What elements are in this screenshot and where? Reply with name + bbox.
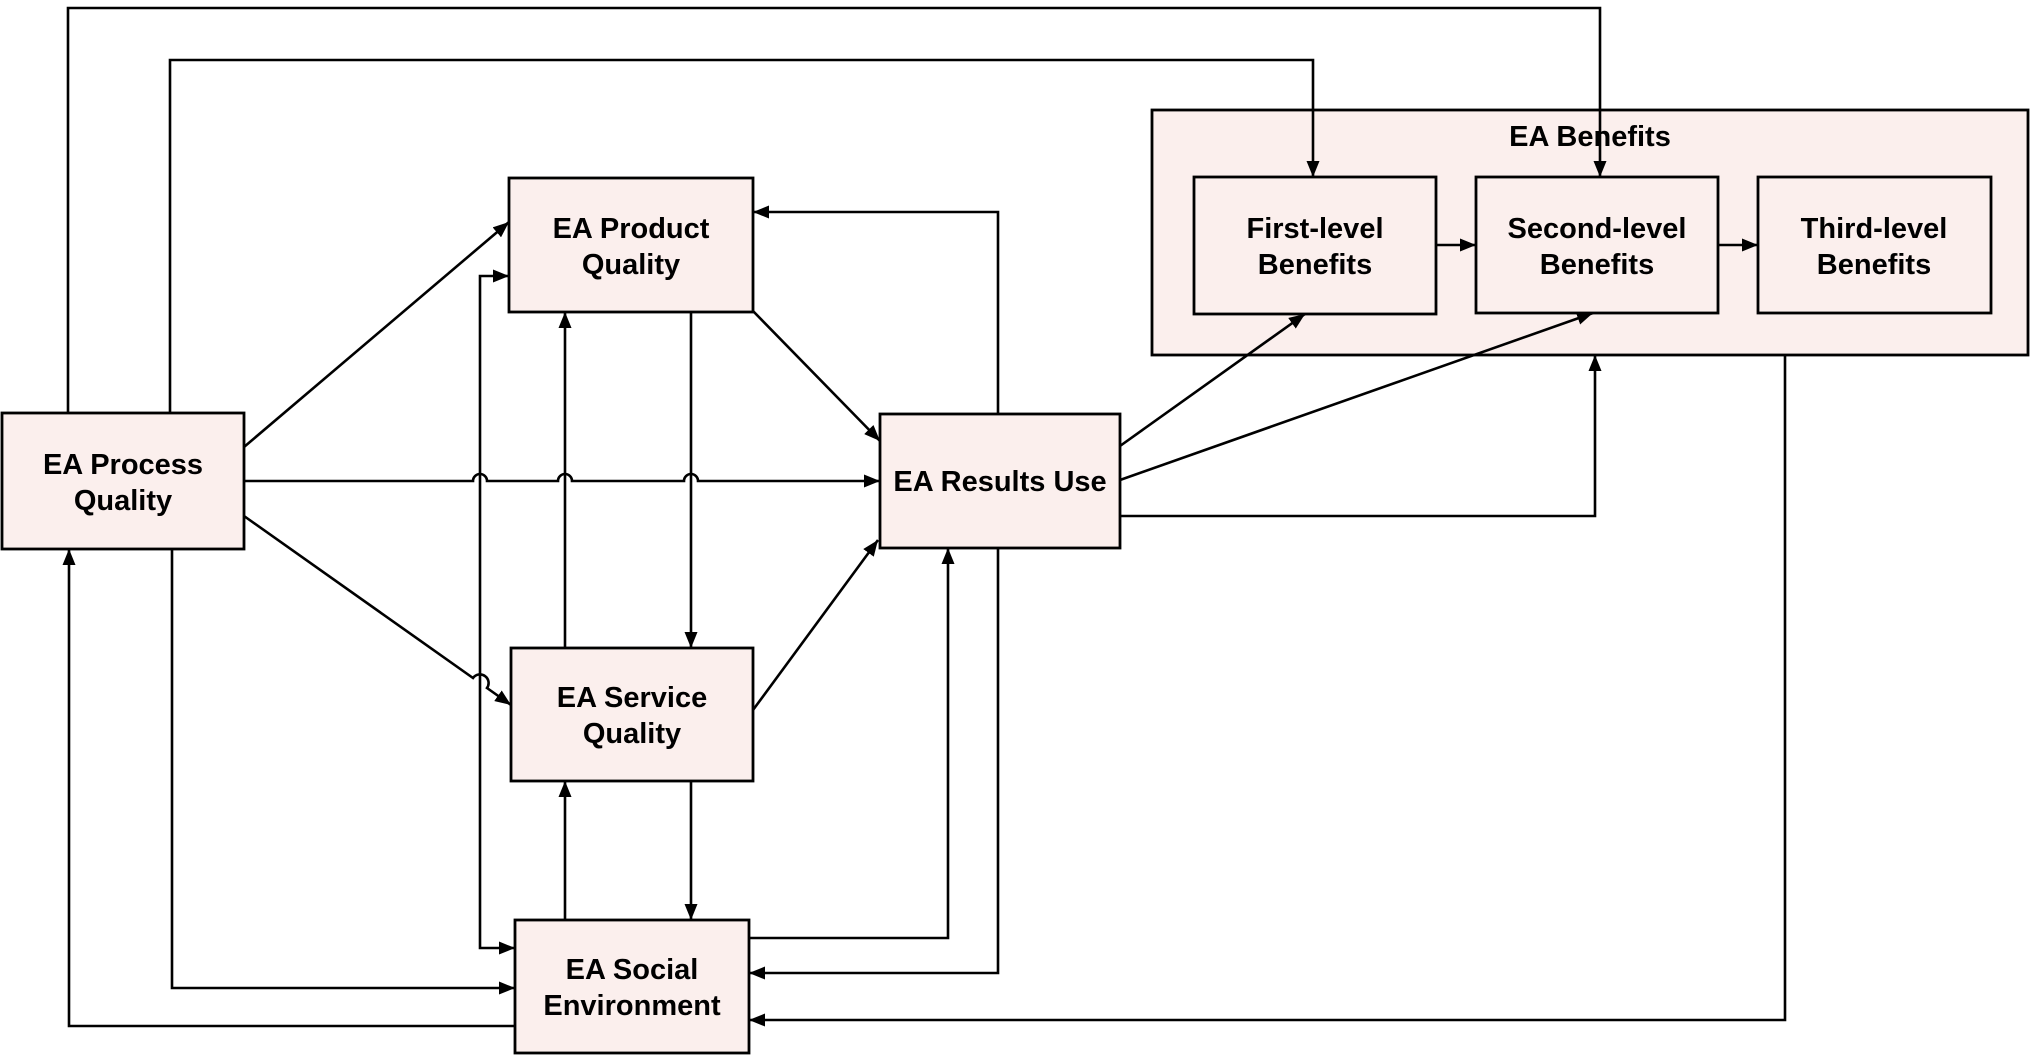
node-third-level-benefits: Third-level Benefits bbox=[1756, 175, 1993, 315]
edge-service-to-results bbox=[751, 539, 880, 711]
edge-process-to-social bbox=[170, 549, 515, 995]
node-ea-process-quality: EA Process Quality bbox=[0, 411, 246, 551]
edge-product-social-bidirectional bbox=[478, 269, 515, 955]
ea-product-quality-label-line2: Quality bbox=[582, 249, 680, 281]
edge-results-to-social bbox=[749, 548, 1000, 980]
edge-layer bbox=[62, 6, 1787, 1028]
ea-social-environment-label-line1: EA Social bbox=[566, 954, 699, 986]
ea-social-environment-rect bbox=[513, 918, 751, 1055]
node-ea-social-environment: EA Social Environment bbox=[513, 918, 751, 1055]
node-ea-product-quality: EA Product Quality bbox=[507, 176, 755, 314]
edge-social-to-results bbox=[749, 548, 955, 940]
ea-service-quality-label-line2: Quality bbox=[583, 718, 681, 750]
edge-results-to-second bbox=[1119, 311, 1594, 482]
third-level-benefits-label-line2: Benefits bbox=[1817, 249, 1931, 281]
ea-process-quality-label-line1: EA Process bbox=[43, 449, 203, 481]
edge-process-to-service bbox=[243, 514, 512, 707]
edge-social-to-process bbox=[62, 549, 515, 1028]
third-level-benefits-label-line1: Third-level bbox=[1801, 213, 1948, 245]
ea-process-quality-rect bbox=[0, 411, 246, 551]
node-ea-service-quality: EA Service Quality bbox=[509, 646, 755, 783]
edge-process-to-first bbox=[168, 58, 1320, 413]
node-second-level-benefits: Second-level Benefits bbox=[1474, 175, 1720, 315]
ea-social-environment-label-line2: Environment bbox=[543, 990, 721, 1022]
ea-service-quality-label-line1: EA Service bbox=[557, 682, 707, 714]
first-level-benefits-rect bbox=[1192, 175, 1438, 316]
edge-benefits-to-social bbox=[749, 355, 1787, 1027]
node-first-level-benefits: First-level Benefits bbox=[1192, 175, 1438, 316]
edge-process-to-product bbox=[243, 221, 510, 448]
ea-service-quality-rect bbox=[509, 646, 755, 783]
edge-product-to-results bbox=[752, 310, 881, 442]
first-level-benefits-label-line2: Benefits bbox=[1258, 249, 1372, 281]
ea-process-quality-label-line2: Quality bbox=[74, 485, 172, 517]
edge-results-to-benefits bbox=[1120, 355, 1602, 518]
ea-product-quality-rect bbox=[507, 176, 755, 314]
second-level-benefits-label-line2: Benefits bbox=[1540, 249, 1654, 281]
third-level-benefits-rect bbox=[1756, 175, 1993, 315]
second-level-benefits-rect bbox=[1474, 175, 1720, 315]
edge-process-to-second bbox=[66, 6, 1607, 413]
ea-results-use-rect bbox=[878, 412, 1122, 550]
edge-results-to-product bbox=[753, 205, 1000, 414]
second-level-benefits-label-line1: Second-level bbox=[1508, 213, 1687, 245]
ea-benefits-container-label: EA Benefits bbox=[1509, 121, 1671, 153]
ea-product-quality-label-line1: EA Product bbox=[553, 213, 710, 245]
node-ea-results-use: EA Results Use bbox=[878, 412, 1122, 550]
first-level-benefits-label-line1: First-level bbox=[1247, 213, 1384, 245]
edge-process-to-results bbox=[244, 472, 880, 488]
ea-results-use-label: EA Results Use bbox=[893, 466, 1106, 498]
edge-results-to-first bbox=[1119, 312, 1306, 448]
